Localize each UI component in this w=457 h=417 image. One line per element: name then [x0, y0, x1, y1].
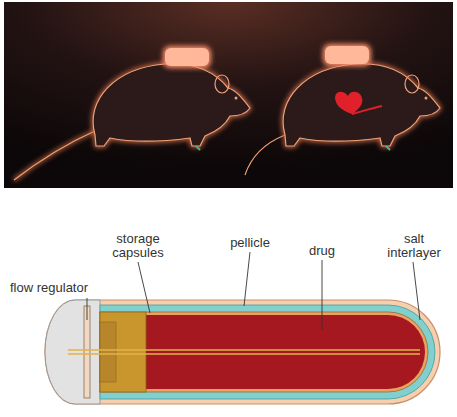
part-label: storage capsules	[103, 232, 173, 260]
part-label: pellicle	[220, 236, 280, 250]
part-label: flow regulator	[10, 281, 130, 295]
part-label: drug	[299, 244, 345, 258]
photo-panel	[4, 2, 453, 188]
capsule-section	[45, 300, 440, 404]
mouse	[245, 44, 440, 175]
leader-line	[87, 252, 420, 330]
mouse	[14, 46, 250, 180]
part-label: salt interlayer	[378, 232, 450, 260]
